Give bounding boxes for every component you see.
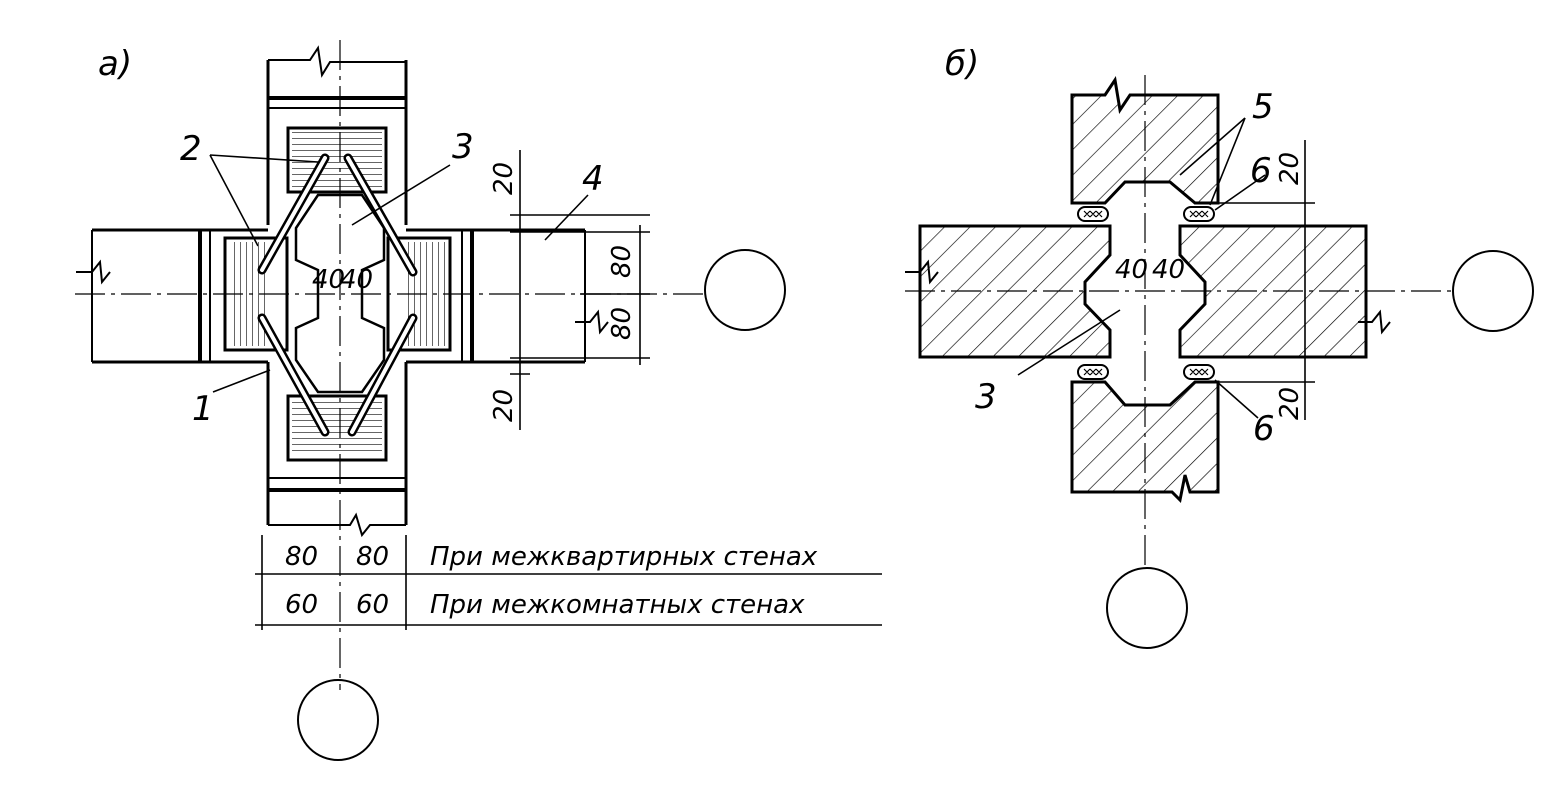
dim-b-v-top: 20 [1275,152,1305,185]
break-right-b [1358,309,1391,335]
dim-a-h-left: 40 [312,265,345,295]
dim-b-v-bottom: 20 [1275,387,1305,420]
axis-marker-right-b [1452,250,1534,332]
dim-b-h-right: 40 [1152,255,1185,285]
left-wall-panel [76,228,289,364]
note-interapartment: При межквартирных стенах [430,542,818,572]
dim-chain-right [510,150,650,430]
top-wall-panel [266,45,408,225]
dim-a-h-right: 40 [340,265,373,295]
grout-cavity [294,193,386,394]
dim-a-row1-right: 80 [356,542,389,572]
callout-2: 2 [180,129,202,169]
axis-marker-right [704,249,786,331]
panel-b-label: б) [945,44,979,84]
callout-5: 5 [1252,87,1274,127]
callouts-a [209,154,589,393]
panel-b: б) [905,44,1534,649]
dim-rows-bottom [255,535,882,630]
callouts-b [1017,117,1266,419]
dim-a-row2-right: 60 [356,590,389,620]
hatched-panels [918,76,1368,504]
dim-a-v-lower: 80 [607,307,637,340]
axis-marker-bottom-b [1106,567,1188,649]
dim-a-v-upper: 80 [607,245,637,278]
callout-4: 4 [582,159,604,199]
callout-3: 3 [452,127,474,167]
callout-6-bottom: 6 [1253,409,1275,449]
panel-a-label: а) [98,44,132,84]
right-wall-panel [386,228,609,364]
dim-a-v-bottom-gap: 20 [489,389,519,422]
bottom-wall-panel [266,362,408,538]
dim-a-row1-left: 80 [285,542,318,572]
dim-a-row2-left: 60 [285,590,318,620]
dim-a-v-top-gap: 20 [489,162,519,195]
callout-3-b: 3 [975,377,997,417]
axis-marker-bottom [297,679,379,761]
callout-1: 1 [192,389,214,429]
panel-a: а) [75,40,882,761]
note-interroom: При межкомнатных стенах [430,590,805,620]
dim-b-h-left: 40 [1115,255,1148,285]
callout-6-top: 6 [1250,151,1272,191]
break-left-b [905,259,939,285]
dim-chain-right-b [1218,140,1315,420]
